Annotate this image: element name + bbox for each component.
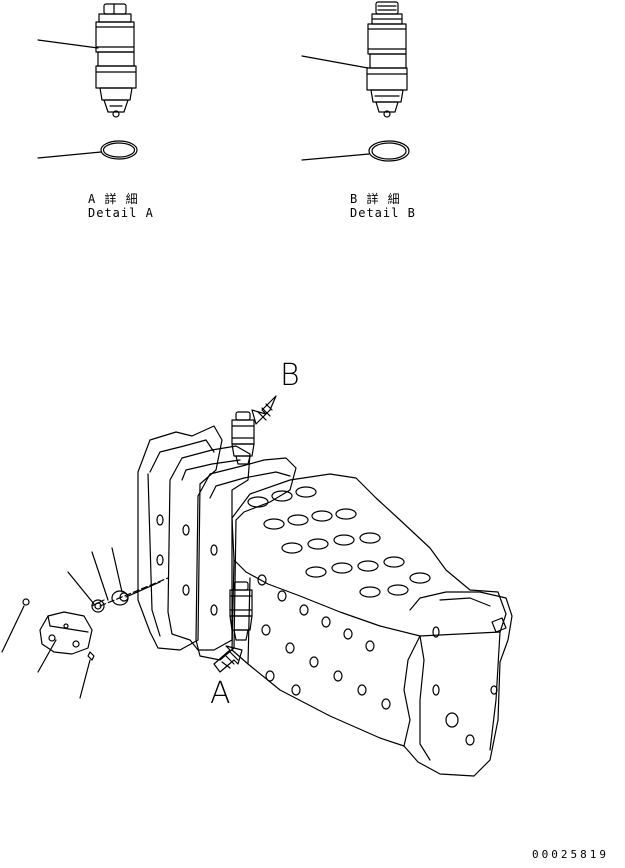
leader-line-1 [91, 551, 109, 601]
detail-b-relief-valve [366, 1, 408, 118]
installed-relief-valve-a [229, 581, 253, 641]
installed-relief-valve-b [231, 411, 255, 465]
detail-b-label-jp: B 詳 細 [350, 192, 401, 206]
detail-a-o-ring [100, 140, 138, 160]
control-valve-body [137, 425, 513, 777]
leader-line-4 [1, 605, 25, 653]
exploded-cover-plate [39, 611, 93, 655]
assembly-axis-line [99, 577, 169, 607]
leader-line-5 [37, 639, 57, 673]
exploded-spacer [91, 599, 105, 613]
detail-a-label-en: Detail A [88, 206, 154, 220]
detail-a-relief-valve [95, 3, 137, 118]
detail-b-leader-valve [301, 55, 369, 69]
detail-b-o-ring [368, 140, 410, 162]
arrow-a [213, 645, 243, 673]
leader-line-3 [111, 547, 123, 593]
detail-a-leader-o-ring [37, 151, 102, 159]
leader-line-6 [79, 659, 91, 699]
drawing-number: 00025819 [532, 848, 609, 861]
arrow-a-label: A [210, 676, 231, 711]
detail-a-leader-valve [37, 39, 99, 49]
detail-a-label-jp: A 詳 細 [88, 192, 139, 206]
detail-b-leader-o-ring [301, 153, 370, 161]
arrow-b [251, 395, 277, 425]
detail-b-label-en: Detail B [350, 206, 416, 220]
exploded-plug [111, 590, 129, 606]
leader-line-2 [67, 571, 95, 605]
arrow-b-label: B [280, 358, 300, 393]
exploded-small-screw [22, 598, 30, 606]
exploded-bolt [87, 651, 95, 661]
